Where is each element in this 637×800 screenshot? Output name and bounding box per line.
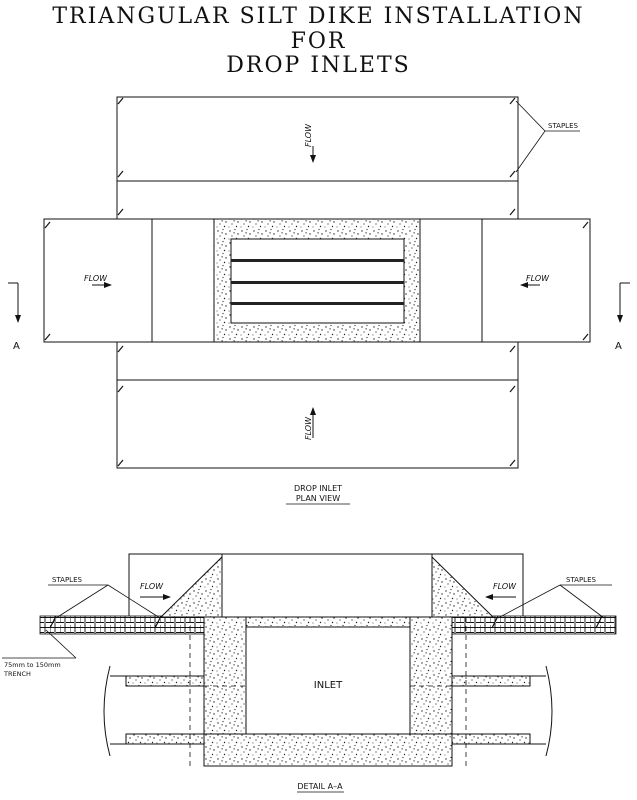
pipe-left-bottom bbox=[125, 733, 205, 745]
ground-weave-right bbox=[449, 615, 617, 635]
plan-flow-label-bottom: FLOW bbox=[304, 416, 313, 440]
grate-bar bbox=[231, 302, 404, 305]
trench-label-line-2: TRENCH bbox=[3, 670, 31, 678]
detail-staples bbox=[49, 615, 603, 629]
plan-caption-line-1: DROP INLET bbox=[294, 484, 342, 493]
inlet-top-slab bbox=[245, 616, 411, 628]
inlet-concrete-frame bbox=[213, 218, 421, 343]
plan-flow-label-right: FLOW bbox=[526, 274, 550, 283]
detail-flow-label-right: FLOW bbox=[493, 582, 517, 591]
plan-staples-label: STAPLES bbox=[548, 122, 579, 130]
trench-leader bbox=[45, 629, 77, 659]
silt-dike-left bbox=[159, 555, 223, 618]
pipe-break-right bbox=[545, 665, 553, 757]
plan-flow-label-left: FLOW bbox=[84, 274, 108, 283]
detail-inlet-top-block bbox=[221, 553, 433, 619]
right-inner-panel bbox=[419, 218, 483, 343]
plan-flow-label-top: FLOW bbox=[304, 123, 313, 147]
inlet-opening bbox=[245, 626, 411, 735]
ground-weave-left bbox=[39, 615, 205, 635]
plan-staples bbox=[44, 97, 589, 467]
inlet-label: INLET bbox=[314, 680, 343, 691]
plan-staples-leader bbox=[515, 100, 580, 173]
top-fabric-strip bbox=[116, 180, 519, 220]
plan-caption-line-2: PLAN VIEW bbox=[296, 494, 340, 503]
detail-staples-label-right: STAPLES bbox=[566, 576, 597, 584]
pipe-left-top bbox=[125, 675, 205, 687]
hidden-lines bbox=[189, 617, 467, 766]
silt-dike-right bbox=[431, 555, 495, 618]
inlet-base bbox=[203, 733, 453, 767]
drawing-title-line-2: FOR bbox=[290, 29, 347, 54]
drawing-title-line-3: DROP INLETS bbox=[226, 53, 411, 78]
section-cut-marks bbox=[8, 282, 630, 323]
section-mark-right: A bbox=[615, 341, 622, 352]
pipe-right-top bbox=[451, 675, 531, 687]
bottom-fabric-strip bbox=[116, 341, 519, 381]
left-inner-panel bbox=[151, 218, 215, 343]
drawing-title-line-1: TRIANGULAR SILT DIKE INSTALLATION bbox=[52, 4, 585, 29]
trench-label-line-1: 75mm to 150mm bbox=[4, 661, 61, 669]
top-fabric-outer bbox=[116, 96, 519, 182]
section-mark-left: A bbox=[13, 341, 20, 352]
plan-flow-arrows bbox=[92, 146, 540, 438]
pipe-right-bottom bbox=[451, 733, 531, 745]
detail-caption: DETAIL A–A bbox=[297, 782, 343, 791]
pipe-break-left bbox=[103, 665, 111, 757]
detail-view bbox=[39, 553, 617, 767]
detail-staples-label-left: STAPLES bbox=[52, 576, 83, 584]
bottom-fabric-outer bbox=[116, 379, 519, 469]
grate-bar bbox=[231, 259, 404, 262]
detail-staples-leaders bbox=[48, 584, 612, 619]
right-fabric-panel bbox=[481, 218, 591, 343]
detail-flow-label-left: FLOW bbox=[140, 582, 164, 591]
grate-bar bbox=[231, 281, 404, 284]
